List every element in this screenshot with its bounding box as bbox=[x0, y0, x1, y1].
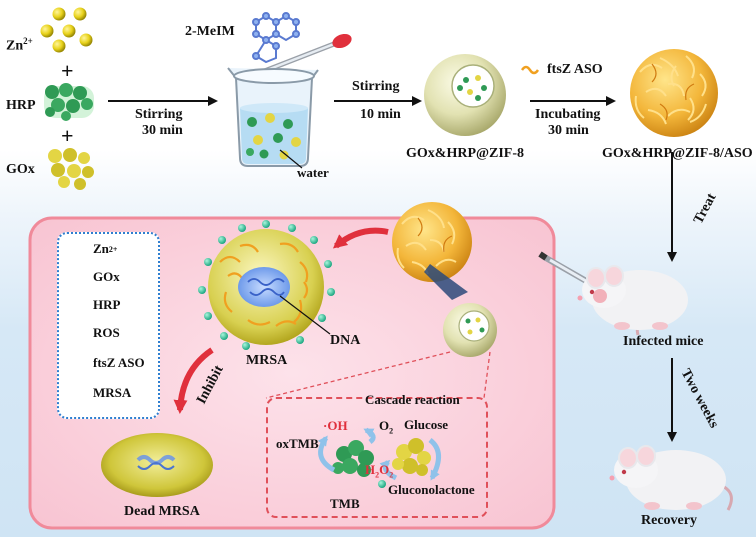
plus-sign-1: + bbox=[61, 58, 74, 83]
zif8-aso-label: GOx&HRP@ZIF-8/ASO bbox=[602, 146, 753, 161]
cascade-reaction-box bbox=[266, 397, 488, 518]
ros-dots bbox=[198, 220, 335, 350]
water-label: water bbox=[297, 165, 329, 180]
beaker-icon bbox=[227, 67, 319, 167]
infected-mouse-illustration bbox=[577, 265, 688, 336]
gox-label: GOx bbox=[6, 162, 35, 177]
oh-radical-label: ·OH bbox=[323, 418, 348, 433]
oxtmb-label: oxTMB bbox=[276, 436, 319, 451]
dna-label: DNA bbox=[330, 333, 361, 348]
stirring-label-1: Stirring bbox=[135, 107, 183, 122]
dna-pointer bbox=[279, 295, 331, 335]
legend-item-gox: GOx bbox=[93, 269, 120, 284]
time-label-10: 10 min bbox=[360, 107, 401, 122]
aso-strand-icon bbox=[520, 65, 540, 75]
gluconolactone-label: Gluconolactone bbox=[388, 482, 475, 497]
h2o2-label: H2O2 bbox=[365, 462, 394, 480]
infected-mice-label: Infected mice bbox=[623, 334, 704, 349]
glucose-label: Glucose bbox=[404, 417, 449, 432]
dead-mrsa-cell bbox=[101, 433, 213, 497]
zoom-line-left bbox=[265, 351, 451, 399]
legend-item-mrsa: MRSA bbox=[93, 385, 132, 400]
gox-enzyme-cluster bbox=[48, 148, 94, 190]
memim-label: 2-MeIM bbox=[185, 24, 235, 39]
mrsa-label: MRSA bbox=[246, 353, 288, 368]
memim-molecule-icon bbox=[252, 12, 300, 64]
tmb-label: TMB bbox=[330, 496, 360, 511]
o2-label: O2 bbox=[379, 418, 394, 436]
ftsz-aso-label: ftsZ ASO bbox=[547, 62, 603, 77]
zn-label: Zn2+ bbox=[6, 36, 33, 54]
water-pointer bbox=[279, 149, 303, 169]
zoom-line-right bbox=[483, 351, 491, 399]
zoom-wedge bbox=[424, 264, 468, 300]
stirring-label-2: Stirring bbox=[352, 79, 400, 94]
recovered-mouse-illustration bbox=[609, 445, 733, 511]
incubating-time-label: 30 min bbox=[548, 123, 589, 138]
cascade-title: Cascade reaction bbox=[365, 392, 460, 407]
arrow-inhibit bbox=[173, 347, 214, 414]
hrp-enzyme-cluster bbox=[44, 83, 94, 121]
recovery-label: Recovery bbox=[641, 513, 697, 528]
legend-item-ros: ROS bbox=[93, 325, 120, 340]
mrsa-cell bbox=[208, 229, 324, 345]
incubating-label: Incubating bbox=[535, 107, 601, 122]
zif8-nanoparticle bbox=[424, 54, 506, 136]
time-label-30: 30 min bbox=[142, 123, 183, 138]
legend-item-ftsz-aso: ftsZ ASO bbox=[93, 355, 145, 370]
zif8-aso-nanoparticle bbox=[630, 49, 718, 137]
zif8-zoom-circle bbox=[443, 303, 497, 357]
arrow-attack bbox=[332, 227, 389, 249]
plus-sign-2: + bbox=[61, 123, 74, 148]
dead-mrsa-label: Dead MRSA bbox=[124, 504, 200, 519]
hrp-label: HRP bbox=[6, 98, 36, 113]
cascade-diagram bbox=[317, 427, 441, 488]
legend-item-hrp: HRP bbox=[93, 297, 121, 312]
zif8-label: GOx&HRP@ZIF-8 bbox=[406, 146, 525, 161]
zn-ions-group bbox=[40, 7, 93, 53]
